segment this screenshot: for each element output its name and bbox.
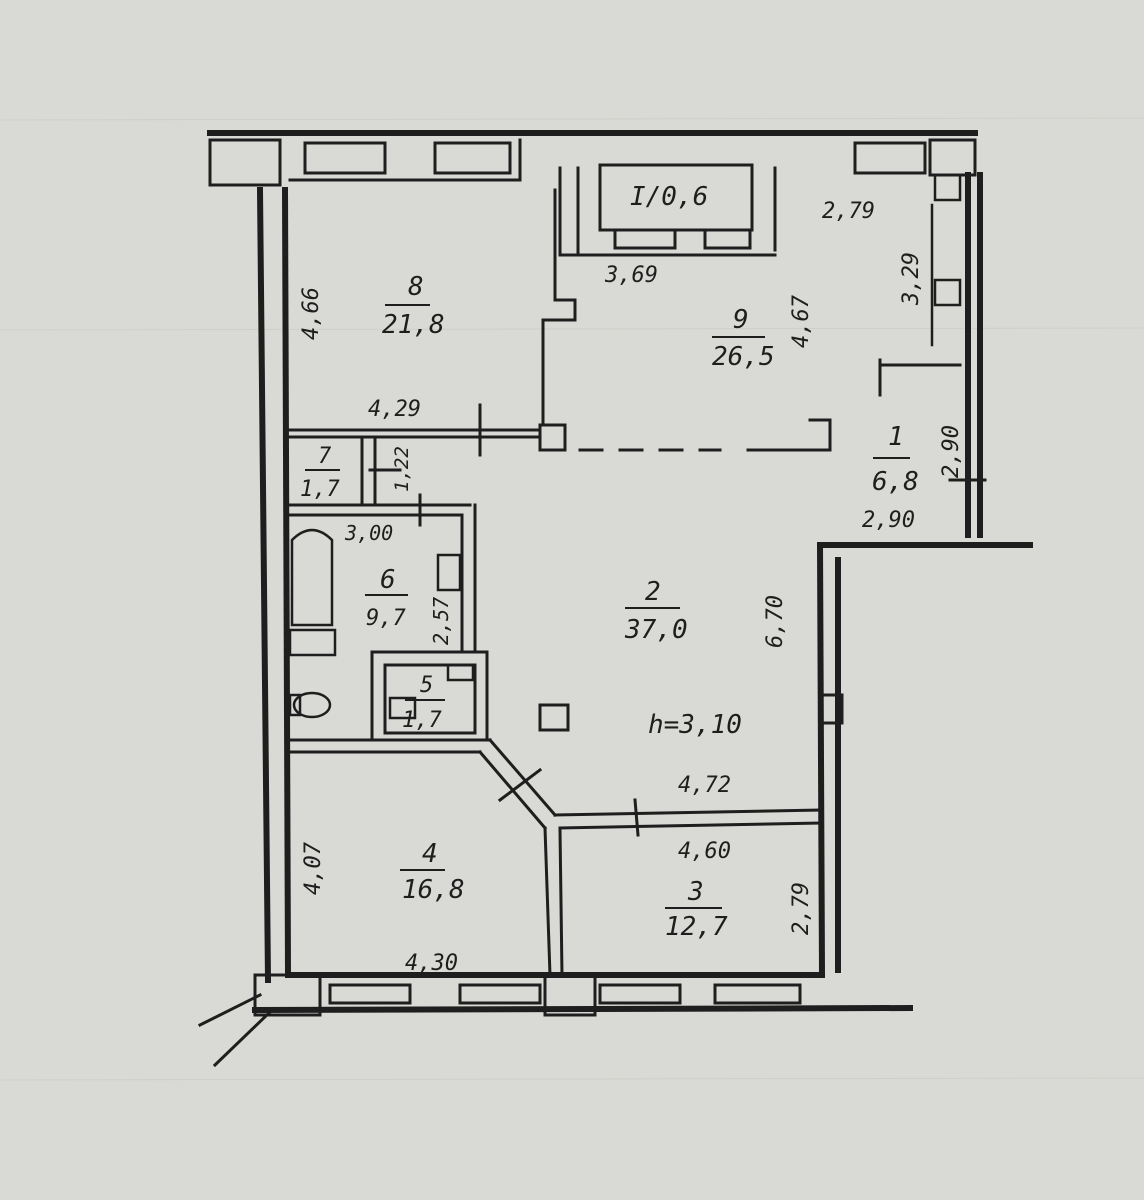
room-5-number: 5 xyxy=(420,673,433,698)
room-9-area: 26,5 xyxy=(712,342,775,372)
dim-122: 1,22 xyxy=(391,446,413,492)
bottom-windows xyxy=(328,983,802,1005)
interior-walls xyxy=(286,188,987,977)
dim-430: 4,30 xyxy=(405,951,458,976)
room-6-area: 9,7 xyxy=(366,606,406,631)
room-5-area: 1,7 xyxy=(402,708,442,733)
room-2-area: 37,0 xyxy=(624,615,688,645)
dim-407: 4,07 xyxy=(301,841,326,895)
structural-blocks xyxy=(197,693,844,1068)
room-4-number: 4 xyxy=(422,839,438,869)
room-8-number: 8 xyxy=(408,272,424,302)
dim-257: 2,57 xyxy=(429,597,453,645)
dim-472: 4,72 xyxy=(678,773,731,798)
ceiling-height: h=3,10 xyxy=(648,710,742,740)
dim-369: 3,69 xyxy=(604,263,658,288)
room-4-area: 16,8 xyxy=(402,875,465,905)
dim-329: 3,29 xyxy=(899,252,924,306)
room-6-number: 6 xyxy=(380,565,396,595)
room-1-area: 6,8 xyxy=(872,467,919,497)
dim-290b: 2,90 xyxy=(862,508,915,533)
outer-walls xyxy=(207,130,1033,1014)
room-2-number: 2 xyxy=(645,577,661,607)
room-3-area: 12,7 xyxy=(665,912,728,942)
dimension-labels: 4,66 4,29 3,69 2,79 3,29 4,67 2,90 2,90 … xyxy=(299,199,964,976)
room-7-area: 1,7 xyxy=(300,477,340,502)
balcony xyxy=(558,163,777,257)
dim-290a: 2,90 xyxy=(939,425,964,478)
bathtub-icon xyxy=(290,528,334,627)
dim-460: 4,60 xyxy=(678,839,731,864)
dim-466: 4,66 xyxy=(299,287,324,340)
sink-icon xyxy=(436,553,462,592)
dim-279a: 2,79 xyxy=(822,199,875,224)
top-wall-band xyxy=(208,138,977,187)
room-9-number: 9 xyxy=(733,305,749,335)
dim-670: 6,70 xyxy=(763,595,788,648)
dim-429: 4,29 xyxy=(368,397,421,422)
room-labels: 8 21,8 9 26,5 1 6,8 2 37,0 7 1,7 6 9,7 5… xyxy=(300,182,919,942)
stove-icon xyxy=(933,173,962,202)
room-8-area: 21,8 xyxy=(382,310,445,340)
paper-lines xyxy=(0,117,1144,1081)
toilet-icon xyxy=(292,691,332,719)
room-1-number: 1 xyxy=(888,422,904,452)
room-7-number: 7 xyxy=(318,444,332,469)
dim-279b: 2,79 xyxy=(789,882,814,935)
dim-467: 4,67 xyxy=(789,294,814,348)
bathroom-fixtures xyxy=(288,173,962,720)
room-3-number: 3 xyxy=(687,877,704,907)
balcony-label: I/0,6 xyxy=(630,182,708,212)
dim-300: 3,00 xyxy=(344,521,393,545)
